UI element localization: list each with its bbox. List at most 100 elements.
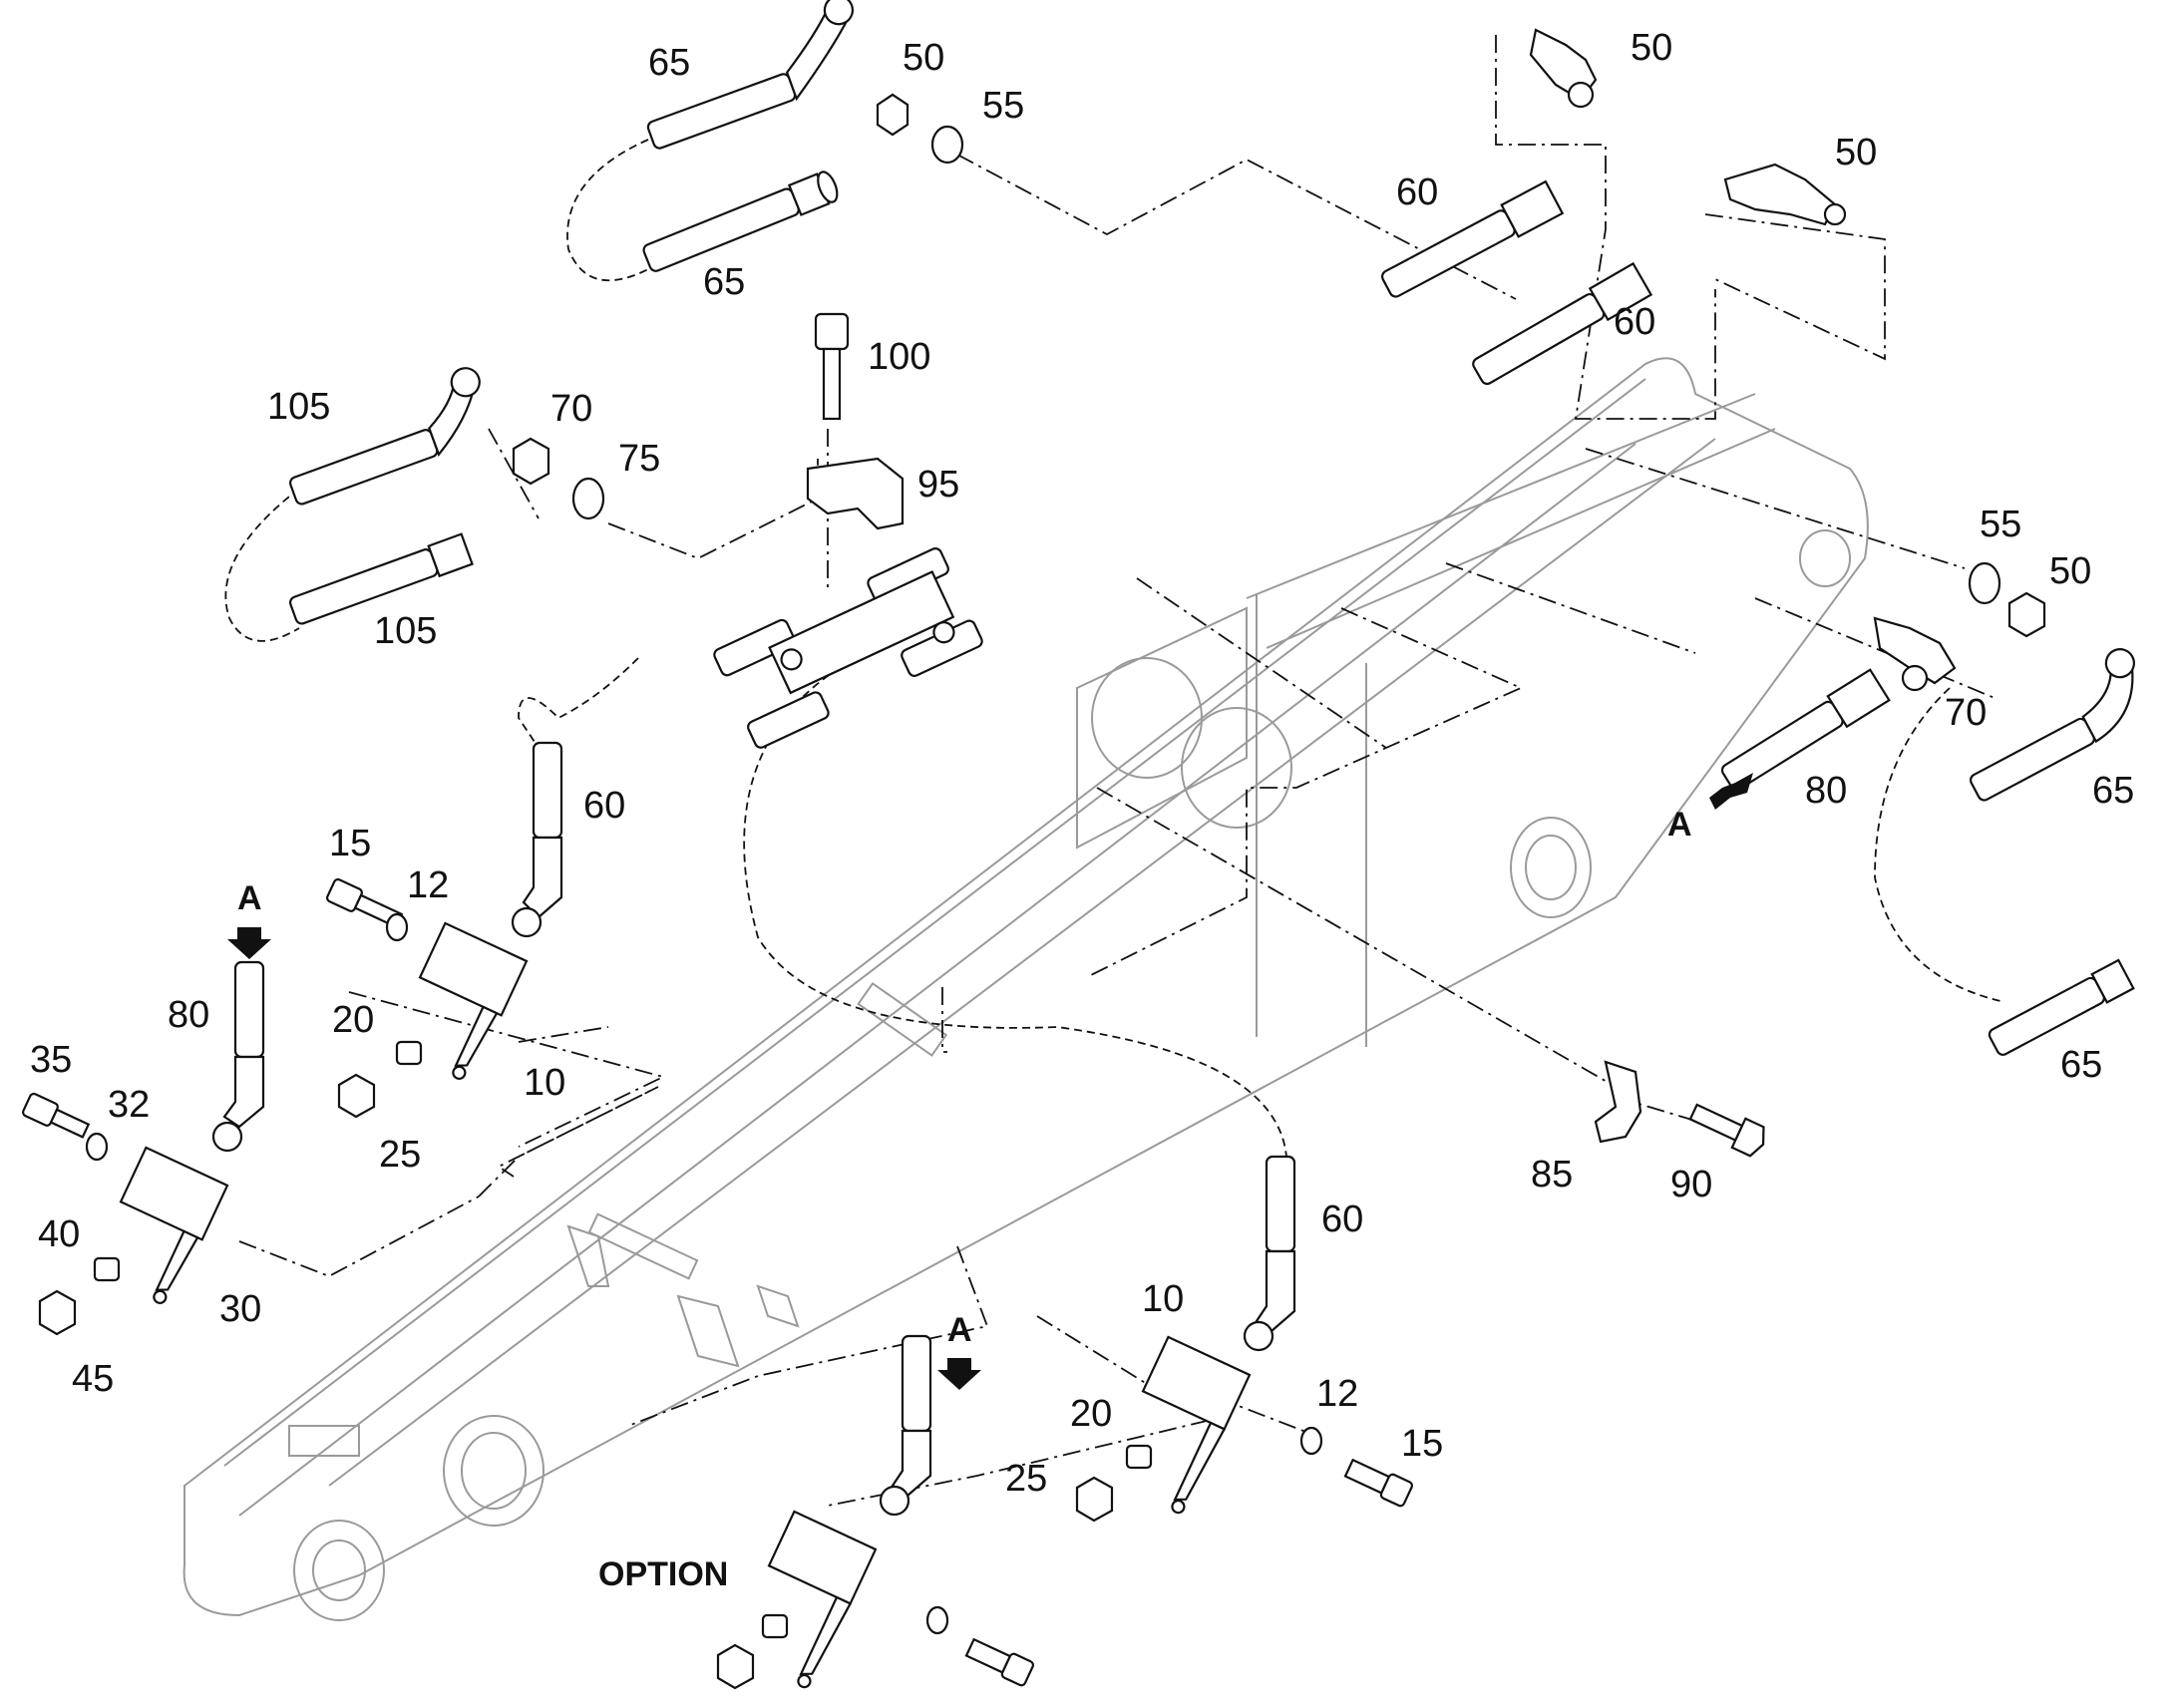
callout-12-top: 12 [407, 864, 449, 906]
hose-routing-curves [224, 139, 2005, 1158]
callout-50-elbow-right: 50 [1835, 132, 1877, 173]
callout-85: 85 [1531, 1154, 1573, 1196]
view-arrow-option [937, 1358, 981, 1390]
callout-30: 30 [219, 1288, 261, 1330]
callout-25-top: 25 [379, 1134, 421, 1176]
hose-clamp-hoses [713, 547, 983, 749]
bolt-100 [814, 312, 850, 421]
fitting-option [761, 1613, 789, 1639]
nut-45 [38, 1289, 77, 1336]
elbow-fitting-50-top [1529, 28, 1598, 109]
callout-70-left: 70 [550, 388, 592, 430]
callout-20-bottom: 20 [1070, 1393, 1112, 1435]
valve-block-10-top [418, 921, 529, 1080]
nut-50-top [876, 93, 909, 137]
hose-80-right [1720, 668, 1891, 792]
valve-block-10-bottom [1141, 1335, 1252, 1515]
view-marker-a-left: A [237, 879, 262, 917]
view-arrows [227, 773, 1753, 1390]
callout-65-top: 65 [648, 42, 690, 84]
bolt-15-bottom [1343, 1458, 1413, 1508]
callout-60-c: 60 [583, 785, 625, 827]
view-arrow-left [227, 927, 271, 959]
option-label: OPTION [598, 1555, 728, 1593]
callout-65-right-top: 65 [2092, 770, 2134, 812]
callout-80-right: 80 [1805, 770, 1847, 812]
callout-labels: 65 50 55 65 50 50 60 60 100 95 105 70 75… [30, 27, 2134, 1593]
elbow-fitting-50-right [1723, 163, 1847, 226]
washer-12-bottom [1299, 1426, 1323, 1456]
elbow-fitting-70-right [1873, 616, 1957, 692]
callout-105-lower: 105 [374, 610, 437, 652]
bolt-35 [22, 1092, 91, 1139]
callout-80-left: 80 [168, 994, 209, 1036]
nut-option [716, 1643, 755, 1690]
callout-95: 95 [917, 464, 959, 506]
callout-45: 45 [72, 1358, 114, 1400]
callout-40: 40 [38, 1213, 80, 1255]
hose-assemblies [211, 0, 2135, 1517]
washer-option [925, 1605, 949, 1635]
callout-50-elbow-top: 50 [1631, 27, 1672, 69]
callout-100: 100 [868, 336, 930, 378]
hose-105-top [289, 367, 481, 506]
fitting-20-bottom [1125, 1444, 1153, 1470]
fittings [22, 28, 2046, 1690]
callout-105-top: 105 [267, 386, 330, 428]
callout-10-bottom: 10 [1142, 1278, 1184, 1320]
fitting-20-top [395, 1040, 423, 1066]
washer-12-top [385, 912, 409, 942]
callout-12-bottom: 12 [1316, 1373, 1358, 1415]
callout-32: 32 [108, 1084, 150, 1126]
washer-55-top [930, 125, 964, 165]
callout-55-right: 55 [1980, 504, 2021, 545]
bolt-option [964, 1637, 1034, 1687]
hose-65-top [646, 0, 855, 150]
valve-blocks [119, 921, 1252, 1689]
clamp-block-assembly [768, 570, 955, 695]
hose-80-vertical-left [211, 960, 265, 1153]
callout-70-right: 70 [1945, 692, 1987, 734]
hose-60-vertical-center [1243, 1155, 1296, 1352]
arm-frame [182, 357, 1869, 1621]
washer-75 [571, 477, 605, 520]
hose-65-right-bottom [1988, 958, 2135, 1056]
callout-55-top: 55 [982, 85, 1024, 127]
callout-50-right: 50 [2049, 550, 2091, 592]
callout-15-top: 15 [329, 823, 371, 864]
hose-60-b [1472, 261, 1653, 386]
clamp-95 [806, 457, 905, 530]
callout-50-top-nut: 50 [903, 37, 944, 79]
hose-option-vertical [879, 1334, 932, 1517]
callout-75: 75 [618, 438, 660, 480]
fitting-40 [93, 1256, 121, 1282]
callout-35: 35 [30, 1039, 72, 1081]
callout-60-b: 60 [1614, 301, 1655, 343]
hose-60-vertical-left [511, 741, 563, 938]
nut-25-top [337, 1073, 376, 1119]
callout-90: 90 [1670, 1164, 1712, 1205]
valve-block-option [767, 1510, 878, 1689]
view-arrow-right [1709, 773, 1753, 810]
callout-60-a: 60 [1396, 171, 1438, 213]
callout-20-top: 20 [332, 999, 374, 1041]
nut-50-right [2007, 591, 2046, 638]
nut-70-left [512, 437, 550, 486]
callout-60-d: 60 [1321, 1198, 1363, 1240]
callout-10-top: 10 [524, 1062, 565, 1104]
bolt-90 [1688, 1103, 1765, 1158]
view-marker-a-option: A [947, 1311, 972, 1349]
callout-25-bottom: 25 [1005, 1458, 1047, 1500]
view-marker-a-right: A [1667, 806, 1692, 844]
clip-85 [1594, 1060, 1642, 1144]
callout-65-right-bottom: 65 [2060, 1044, 2102, 1086]
washer-55-right [1968, 561, 2001, 605]
callout-65-lower: 65 [703, 261, 745, 303]
washer-32 [85, 1132, 109, 1162]
hose-60-a [1380, 179, 1565, 298]
hose-105-lower [289, 532, 474, 625]
valve-block-30 [119, 1146, 229, 1304]
hose-65-lower [642, 171, 839, 272]
hose-65-right-top [1969, 648, 2135, 802]
